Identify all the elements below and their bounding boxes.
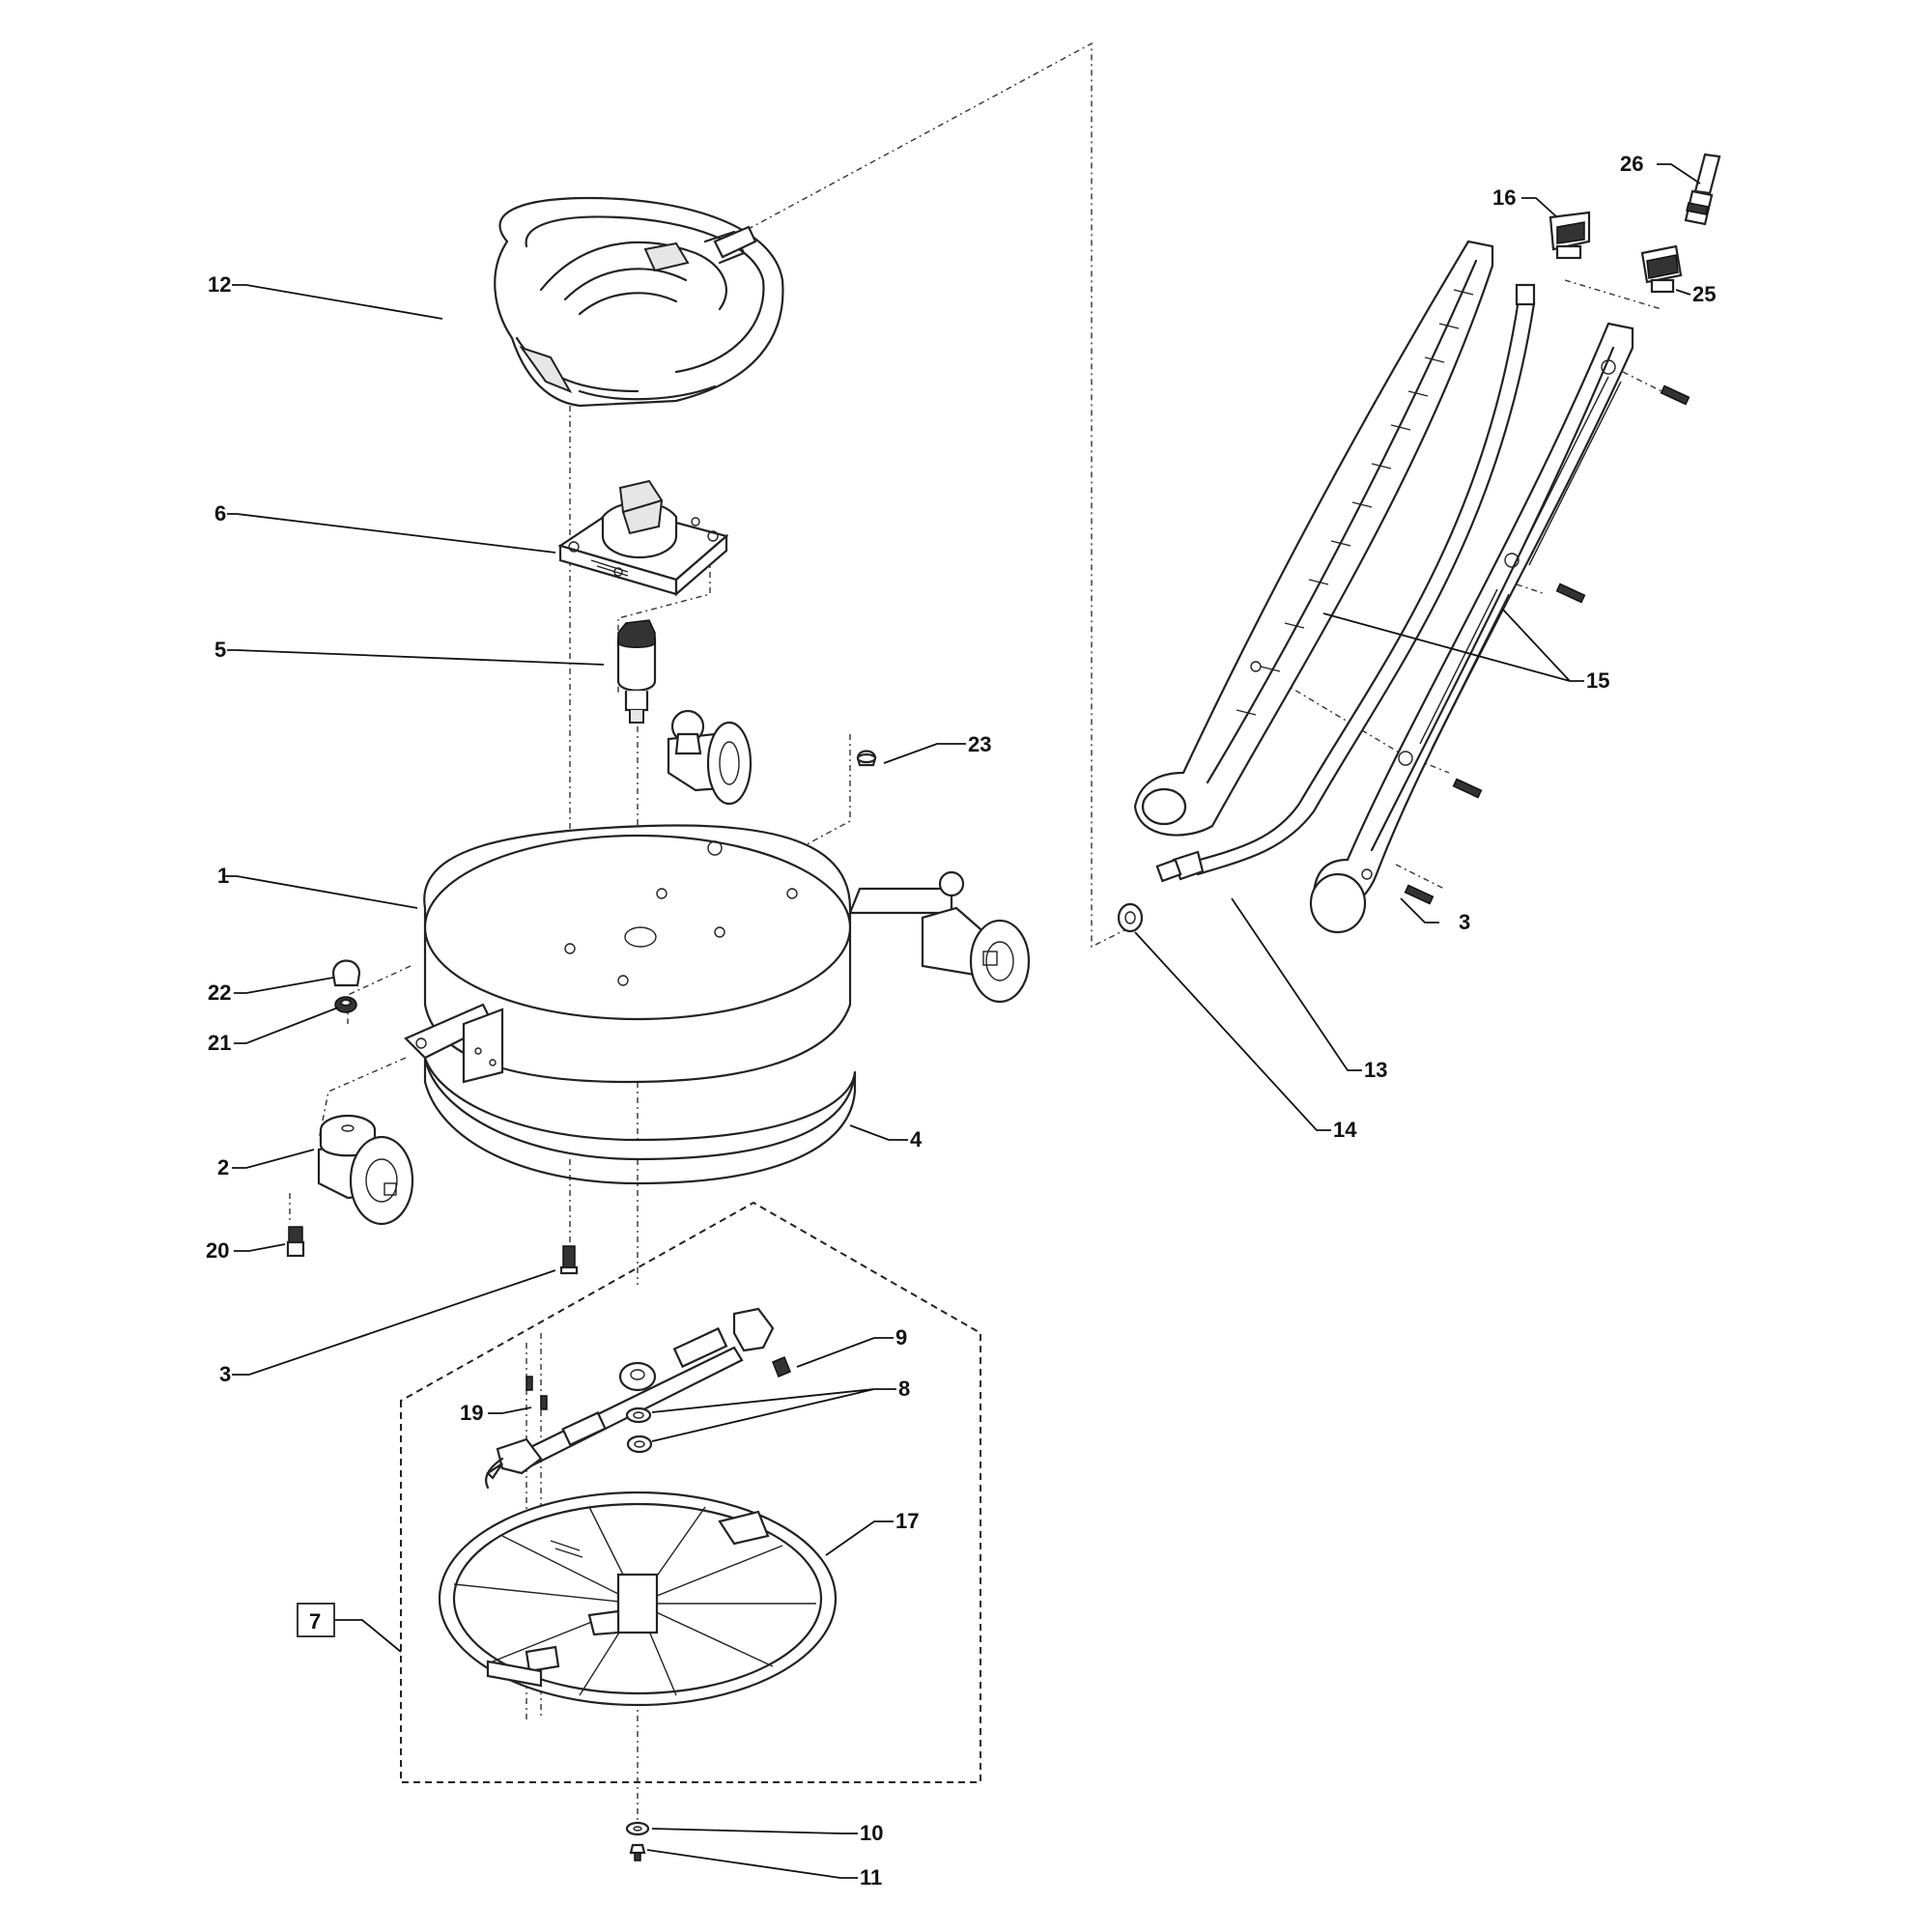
callout-21: 21: [208, 1031, 231, 1055]
callout-numbers: 12 6 5 23 1 22 21 2 20 3 4 9 8 19 17 7 1…: [206, 152, 1716, 1889]
part-5-swivel: [616, 619, 657, 724]
part-13-lance-tube: [1155, 283, 1536, 883]
callout-11: 11: [860, 1865, 882, 1889]
callout-15: 15: [1586, 668, 1609, 693]
leader-lines: [222, 163, 1701, 1879]
callout-22: 22: [208, 980, 231, 1005]
part-3-screw-left: [559, 1245, 579, 1275]
part-22-cap-nut: [331, 959, 361, 987]
kit-7-label-box: [297, 1603, 335, 1637]
part-1-housing: [404, 709, 1031, 1084]
part-17-base-plate: [438, 1491, 838, 1707]
spray-bar-assembly: [485, 1307, 791, 1490]
callout-16: 16: [1492, 185, 1516, 210]
part-10-washer: [625, 1821, 650, 1836]
part-4-skirt-ring: [423, 1056, 857, 1185]
callout-25: 25: [1692, 282, 1716, 306]
callout-6: 6: [214, 501, 226, 526]
callout-19: 19: [460, 1401, 483, 1425]
part-23-cap: [856, 750, 877, 767]
callout-12: 12: [208, 272, 231, 297]
callout-20: 20: [206, 1238, 229, 1263]
callout-13: 13: [1364, 1058, 1387, 1082]
part-16-coupler: [1548, 211, 1591, 260]
part-21-nut: [334, 996, 357, 1013]
callout-10: 10: [860, 1821, 883, 1845]
callout-14: 14: [1333, 1118, 1357, 1142]
callout-3: 3: [219, 1362, 231, 1386]
part-12-handle-cover: [494, 196, 784, 408]
callout-3-right: 3: [1459, 910, 1470, 934]
part-11-screw: [629, 1843, 646, 1861]
callout-26: 26: [1620, 152, 1643, 176]
part-14-washer: [1117, 902, 1144, 933]
part-6-valve-block: [557, 479, 729, 597]
callout-7: 7: [309, 1609, 321, 1634]
part-2-caster: [317, 1114, 414, 1226]
callout-17: 17: [895, 1509, 919, 1533]
part-20-bolt: [286, 1226, 305, 1258]
part-26-quick-plug: [1684, 153, 1721, 226]
part-15-handle-brackets: [1133, 240, 1634, 934]
part-3-screws-right: [1404, 384, 1690, 905]
callout-23: 23: [968, 732, 991, 756]
part-25-coupler: [1640, 244, 1683, 294]
callout-4: 4: [910, 1127, 923, 1151]
kit-7-boundary: [400, 1201, 981, 1783]
callout-2: 2: [217, 1155, 229, 1179]
callout-9: 9: [895, 1325, 907, 1350]
callout-8: 8: [898, 1377, 910, 1401]
callout-5: 5: [214, 638, 226, 662]
callout-1: 1: [217, 864, 229, 888]
